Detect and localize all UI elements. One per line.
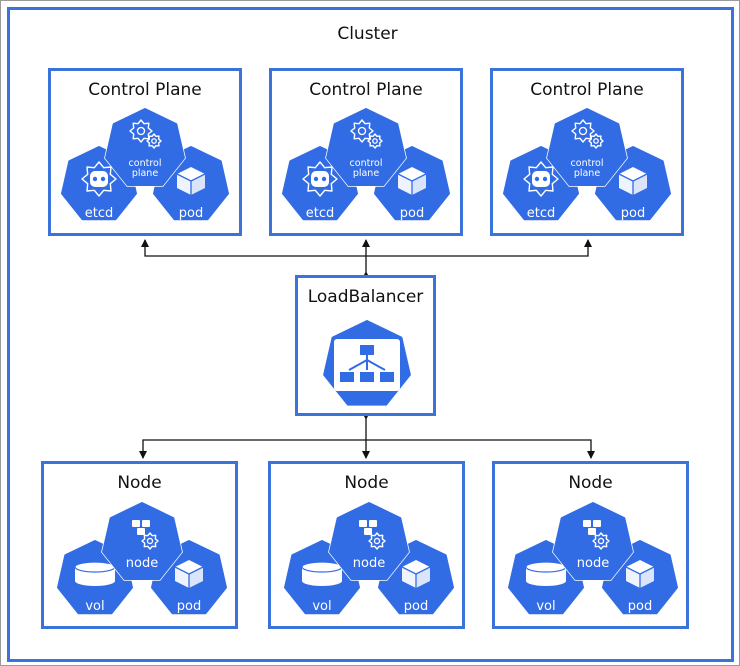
component-label: pod — [400, 206, 424, 221]
component-label: plane — [132, 168, 159, 179]
control-plane-title: Control Plane — [309, 80, 423, 100]
node-title: Node — [568, 473, 613, 493]
component-label: control — [350, 158, 383, 169]
control-plane-icon — [547, 108, 627, 186]
node-hex: node — [101, 501, 183, 581]
pod-hex: pod — [377, 539, 455, 615]
load-balancer-hex — [322, 319, 412, 407]
control-plane-icon — [105, 108, 185, 186]
component-label: node — [353, 556, 385, 571]
connector-node-left — [139, 439, 366, 459]
node-hex: node — [552, 501, 634, 581]
load-balancer-title: LoadBalancer — [307, 287, 424, 307]
node-title: Node — [117, 473, 162, 493]
control-plane-icon — [326, 108, 406, 186]
component-label: pod — [179, 206, 203, 221]
cluster-boundary — [7, 7, 734, 662]
component-label: pod — [177, 599, 201, 614]
connector-cp-left — [141, 239, 366, 257]
component-label: vol — [85, 599, 104, 614]
component-label: etcd — [527, 206, 556, 221]
component-label: control — [571, 158, 604, 169]
node-title: Node — [344, 473, 389, 493]
connector-cp-right — [366, 239, 592, 257]
node-hex: node — [328, 501, 410, 581]
load-balancer-box: LoadBalancer — [295, 275, 436, 416]
cluster-title: Cluster — [337, 24, 398, 44]
connector-node-right — [366, 439, 595, 459]
component-label: vol — [312, 599, 331, 614]
control-plane-title: Control Plane — [88, 80, 202, 100]
component-label: pod — [621, 206, 645, 221]
node-box-3: Node vol pod node — [492, 461, 689, 629]
control-plane-title: Control Plane — [530, 80, 644, 100]
component-label: node — [577, 556, 609, 571]
pod-hex: pod — [373, 145, 451, 221]
component-label: pod — [404, 599, 428, 614]
component-label: node — [126, 556, 158, 571]
component-label: plane — [574, 168, 601, 179]
node-box-2: Node vol pod node — [268, 461, 465, 629]
component-label: etcd — [85, 206, 114, 221]
component-label: control — [129, 158, 162, 169]
component-label: vol — [536, 599, 555, 614]
component-label: etcd — [306, 206, 335, 221]
component-label: plane — [353, 168, 380, 179]
node-box-1: Node vol pod node — [41, 461, 238, 629]
component-label: pod — [628, 599, 652, 614]
